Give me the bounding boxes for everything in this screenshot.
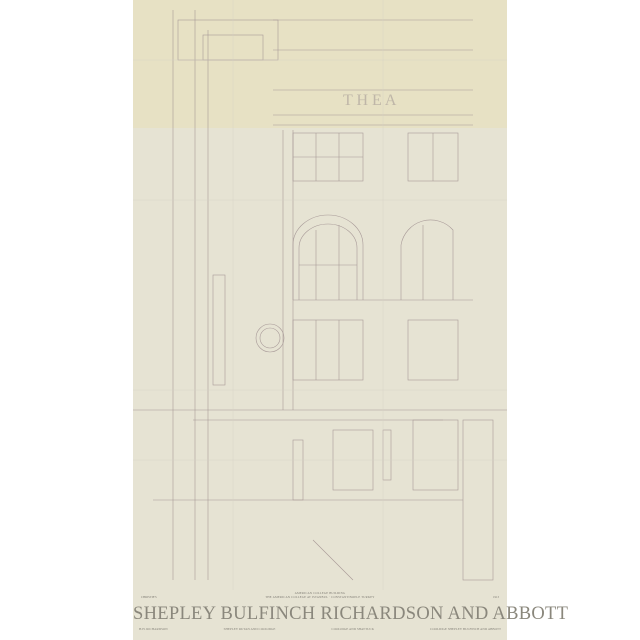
firm-name: COOLIDGE SHEPLEY BULFINCH AND ABBOTT <box>430 627 501 631</box>
architectural-poster: T H E A AMERICAN COLLEGE BUILDING THE AM… <box>133 0 569 640</box>
caption-left: CHRISTIE'S <box>141 595 157 599</box>
firm-name: H.H. RICHARDSON <box>139 627 168 631</box>
frieze-lettering: T H E A <box>343 92 397 109</box>
elevation-drawing: T H E A <box>133 0 507 590</box>
caption-line-1: AMERICAN COLLEGE BUILDING <box>294 591 346 595</box>
tinted-band <box>133 0 507 128</box>
firm-name: SHEPLEY RUTAN AND COOLIDGE <box>223 627 276 631</box>
caption-line-2: THE AMERICAN COLLEGE AT ISTANBUL · CONST… <box>265 595 375 599</box>
caption-right: 1913 <box>493 595 499 599</box>
firm-lineage: H.H. RICHARDSON SHEPLEY RUTAN AND COOLID… <box>139 627 501 631</box>
poster-title: SHEPLEY BULFINCH RICHARDSON AND ABBOTT <box>133 604 569 624</box>
firm-name: COOLIDGE AND SHATTUCK <box>331 627 375 631</box>
